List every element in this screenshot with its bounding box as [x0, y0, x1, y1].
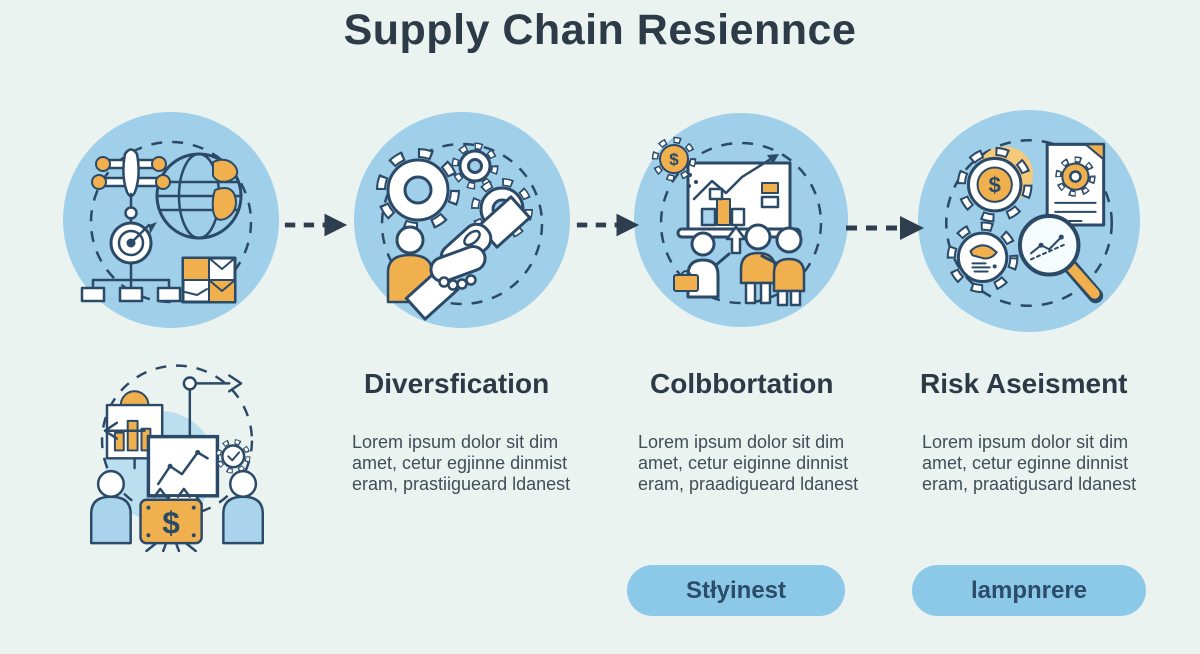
page-title: Supply Chain Resiennce — [343, 6, 857, 54]
body-collaboration: Lorem ipsum dolor sit dim amet, cetur ei… — [638, 432, 859, 494]
heading-collaboration: Colbbortation — [650, 368, 834, 399]
risk-assessment-button[interactable]: lampnrere — [912, 565, 1146, 616]
business-meeting-icon: $ — [89, 364, 265, 553]
step-circle-risk: $ — [634, 113, 848, 327]
heading-risk-assessment: Risk Aseisment — [920, 368, 1128, 399]
global-network-icon — [80, 140, 253, 304]
step-circle-collaboration — [354, 112, 570, 328]
dashed-arrow-icon — [846, 216, 924, 240]
heading-diversification: Diversfication — [364, 368, 550, 399]
step-circle-diversification — [63, 112, 279, 328]
svg-text:$: $ — [162, 504, 180, 540]
risk-magnifier-icon: $ — [944, 139, 1114, 308]
body-diversification: Lorem ipsum dolor sit dim amet, cetur eg… — [352, 432, 571, 494]
svg-text:$: $ — [989, 173, 1002, 198]
step-circle-assessment: $ — [918, 110, 1140, 332]
svg-text:$: $ — [669, 150, 679, 169]
partnership-handshake-icon — [376, 142, 544, 321]
aux-illustration: $ — [82, 340, 272, 553]
dashed-arrow-icon — [576, 213, 640, 237]
body-risk-assessment: Lorem ipsum dolor sit dim amet, cetur eg… — [922, 432, 1137, 494]
collaboration-button[interactable]: Stłyinest — [627, 565, 845, 616]
team-presentation-icon: $ — [651, 136, 823, 307]
dashed-arrow-icon — [284, 213, 348, 237]
